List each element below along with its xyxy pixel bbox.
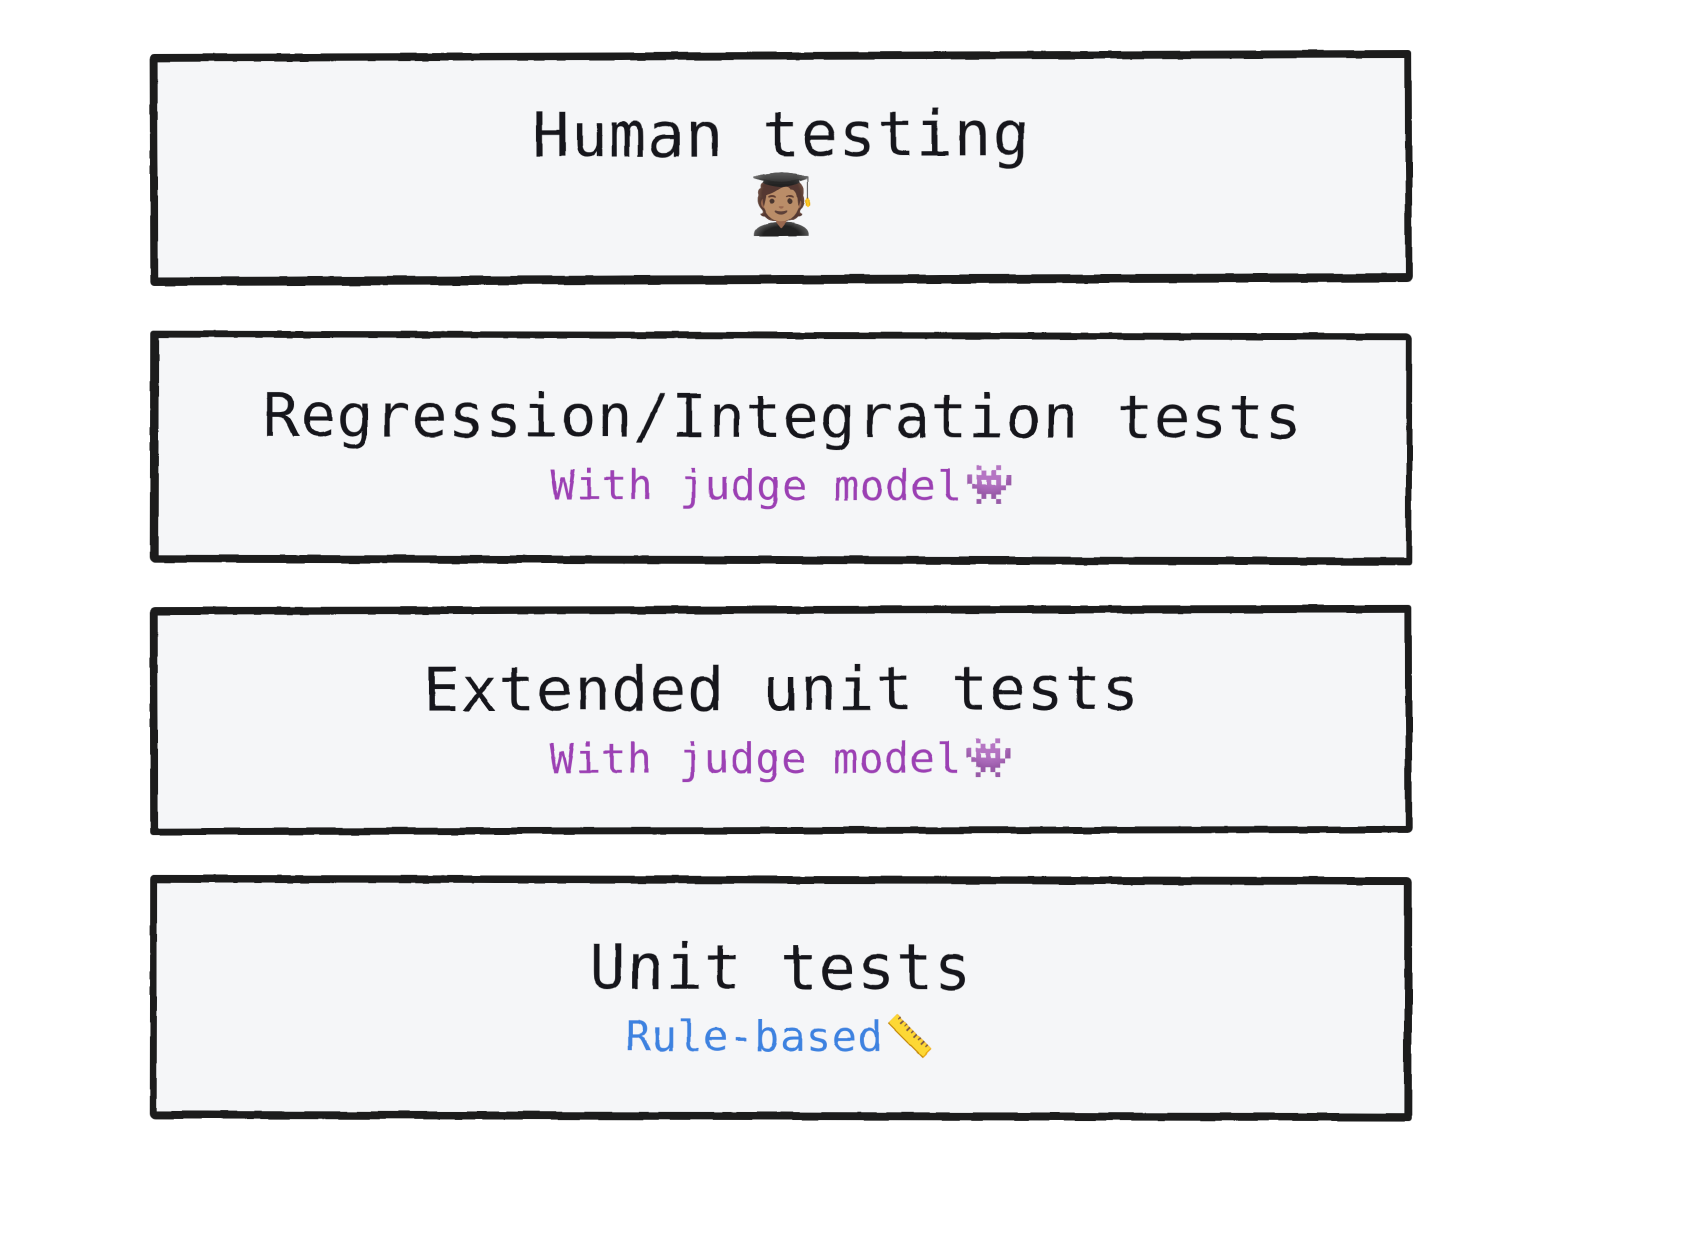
layer-subtitle-extended-unit-tests: With judge model 👾 xyxy=(549,734,1014,784)
layer-title-human-testing: Human testing xyxy=(532,97,1031,172)
pyramid-layer-regression-integration-tests[interactable]: Regression/Integration tests With judge … xyxy=(149,330,1413,566)
layer-subtitle-text: With judge model xyxy=(549,460,963,510)
layer-title-regression-integration-tests: Regression/Integration tests xyxy=(262,380,1303,453)
pyramid-layer-unit-tests[interactable]: Unit tests Rule-based 📏 xyxy=(149,874,1413,1122)
space-invader-emoji: 👾 xyxy=(963,735,1015,782)
layer-subtitle-regression-integration-tests: With judge model 👾 xyxy=(550,460,1015,510)
pyramid-layer-human-testing[interactable]: Human testing 🧑🏽‍🎓 xyxy=(149,50,1413,286)
student-graduate-emoji: 🧑🏽‍🎓 xyxy=(745,169,818,239)
space-invader-emoji: 👾 xyxy=(964,462,1015,509)
layer-title-extended-unit-tests: Extended unit tests xyxy=(422,653,1140,726)
straight-ruler-emoji: 📏 xyxy=(885,1013,936,1060)
layer-subtitle-unit-tests: Rule-based 📏 xyxy=(625,1012,935,1062)
layer-subtitle-text: With judge model xyxy=(549,733,962,784)
pyramid-layer-extended-unit-tests[interactable]: Extended unit tests With judge model 👾 xyxy=(149,604,1413,836)
layer-title-unit-tests: Unit tests xyxy=(588,930,973,1005)
layer-subtitle-text: Rule-based xyxy=(625,1011,884,1062)
